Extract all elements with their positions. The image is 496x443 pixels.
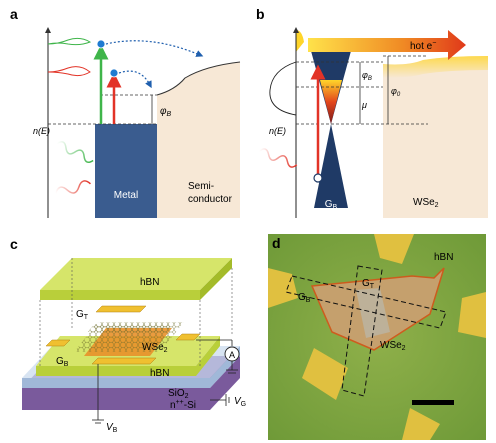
dirac-cone-filled [320, 80, 342, 124]
graphene-bottom-label: GB [325, 199, 338, 211]
panel-label-b: b [256, 6, 265, 22]
graphene-top [88, 324, 172, 332]
gb-label-d: GB [298, 292, 311, 304]
band-diagram-metal-semiconductor: n(E) φB Metal Semi- conductor [33, 27, 241, 218]
electrode-left [268, 268, 298, 308]
semiconductor-label-2: conductor [188, 194, 233, 205]
hbn-top-label: hBN [140, 277, 159, 288]
wse2-label-d: WSe2 [380, 340, 406, 352]
electrode-right [458, 292, 486, 338]
hole [313, 173, 323, 183]
hbn-label-d: hBN [434, 252, 453, 263]
hot-electron-label: hot e− [410, 40, 436, 52]
gt-label: GT [76, 309, 89, 321]
panel-c: c [0, 228, 260, 443]
conduction-band-edge [156, 61, 241, 96]
phi-b-label-b: φB [362, 70, 372, 82]
hot-electron-arrow [308, 30, 466, 60]
dirac-cone-lower [314, 124, 348, 208]
n-e-label: n(E) [33, 126, 50, 136]
red-electron-path [118, 70, 152, 89]
panel-a: a [0, 0, 248, 225]
contact-bottom [91, 357, 157, 365]
gt-label-d: GT [362, 278, 375, 290]
top-hbn-side [200, 258, 232, 300]
top-hbn-front [40, 290, 200, 300]
top-hbn-top [40, 258, 232, 290]
hbn-bottom-label: hBN [150, 368, 169, 379]
green-distribution [47, 37, 92, 46]
vg-label: VG [234, 396, 246, 408]
metal-label: Metal [114, 190, 138, 201]
si-label: n++-Si [170, 399, 196, 411]
wse2-label-c: WSe2 [142, 342, 168, 354]
electrode-bottom-right [402, 408, 440, 440]
graphene-gb-outline [285, 275, 447, 329]
si-substrate [22, 356, 240, 410]
gb-label: GB [56, 356, 69, 368]
panel-label-c: c [10, 236, 18, 252]
hot-electron-red [109, 68, 119, 78]
fermi-distribution-curve [269, 61, 297, 116]
phi-0-label: φ0 [391, 86, 401, 98]
red-light-wave-b [258, 148, 298, 168]
device-schematic: hBN GT GB WSe2 hBN SiO2 n++-Si A VG VB [22, 258, 246, 434]
band-diagram-graphene-wse2: hot e− n(E) φB μ φ0 GB WSe2 [258, 27, 488, 218]
contact-left [45, 339, 71, 347]
metal-block [95, 124, 157, 218]
hot-distribution [296, 30, 304, 52]
wse2-region [383, 56, 488, 218]
green-electron-path [105, 40, 204, 57]
red-light-wave [54, 180, 91, 194]
panel-label-a: a [10, 6, 18, 22]
panel-d: d hBN GT GB WSe2 [262, 228, 496, 443]
panel-label-d: d [272, 235, 281, 251]
red-distribution [47, 66, 91, 77]
wse2-label: WSe2 [413, 197, 439, 209]
semiconductor-label-1: Semi- [188, 181, 214, 192]
wse2-top-glow [383, 56, 488, 78]
semiconductor-region [157, 62, 240, 218]
panel-b: b [248, 0, 496, 225]
vb-label: VB [106, 422, 118, 434]
hot-electron-green [96, 39, 106, 49]
n-e-label-b: n(E) [269, 126, 286, 136]
mu-label: μ [361, 100, 367, 110]
ammeter-label: A [229, 350, 235, 360]
graphene-gt-outline [341, 265, 383, 397]
phi-b-label: φB [160, 106, 172, 118]
sio2-label: SiO2 [168, 388, 189, 400]
electrode-bottom-left [302, 348, 348, 400]
sio2-layer [22, 346, 240, 388]
optical-micrograph: d hBN GT GB WSe2 [268, 234, 486, 440]
electrode-top-right [374, 234, 414, 264]
contact-top [95, 305, 147, 313]
scale-bar [412, 400, 454, 405]
green-light-wave [56, 140, 94, 164]
graphene-overlap [356, 288, 390, 338]
